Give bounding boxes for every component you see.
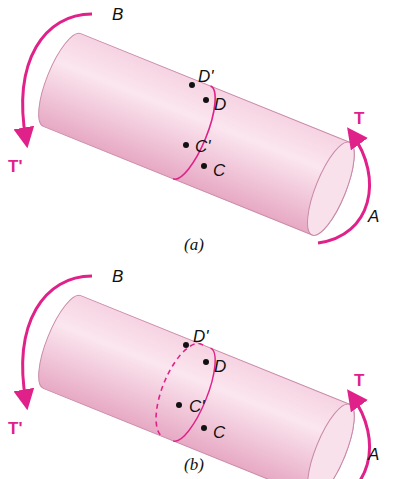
point-label: D: [214, 96, 226, 113]
point-label: B: [112, 268, 123, 285]
shaft-b: [23, 276, 370, 479]
point-label: C: [213, 162, 225, 179]
point-label: C': [189, 398, 205, 415]
point-label: D': [193, 328, 209, 345]
point-label: A: [368, 208, 379, 225]
torque-label: T': [8, 158, 22, 175]
torque-label: T: [354, 110, 364, 127]
point-label: D': [198, 68, 214, 85]
point-label: C': [195, 138, 211, 155]
subfigure-caption: (b): [184, 456, 204, 473]
point-label: B: [112, 6, 123, 23]
subfigure-caption: (a): [184, 236, 204, 253]
point-label: D: [214, 358, 226, 375]
point-label: C: [213, 424, 225, 441]
torque-label: T': [8, 420, 22, 437]
shaft-a: [23, 14, 370, 243]
torque-label: T: [354, 372, 364, 389]
point-label: A: [368, 446, 379, 463]
